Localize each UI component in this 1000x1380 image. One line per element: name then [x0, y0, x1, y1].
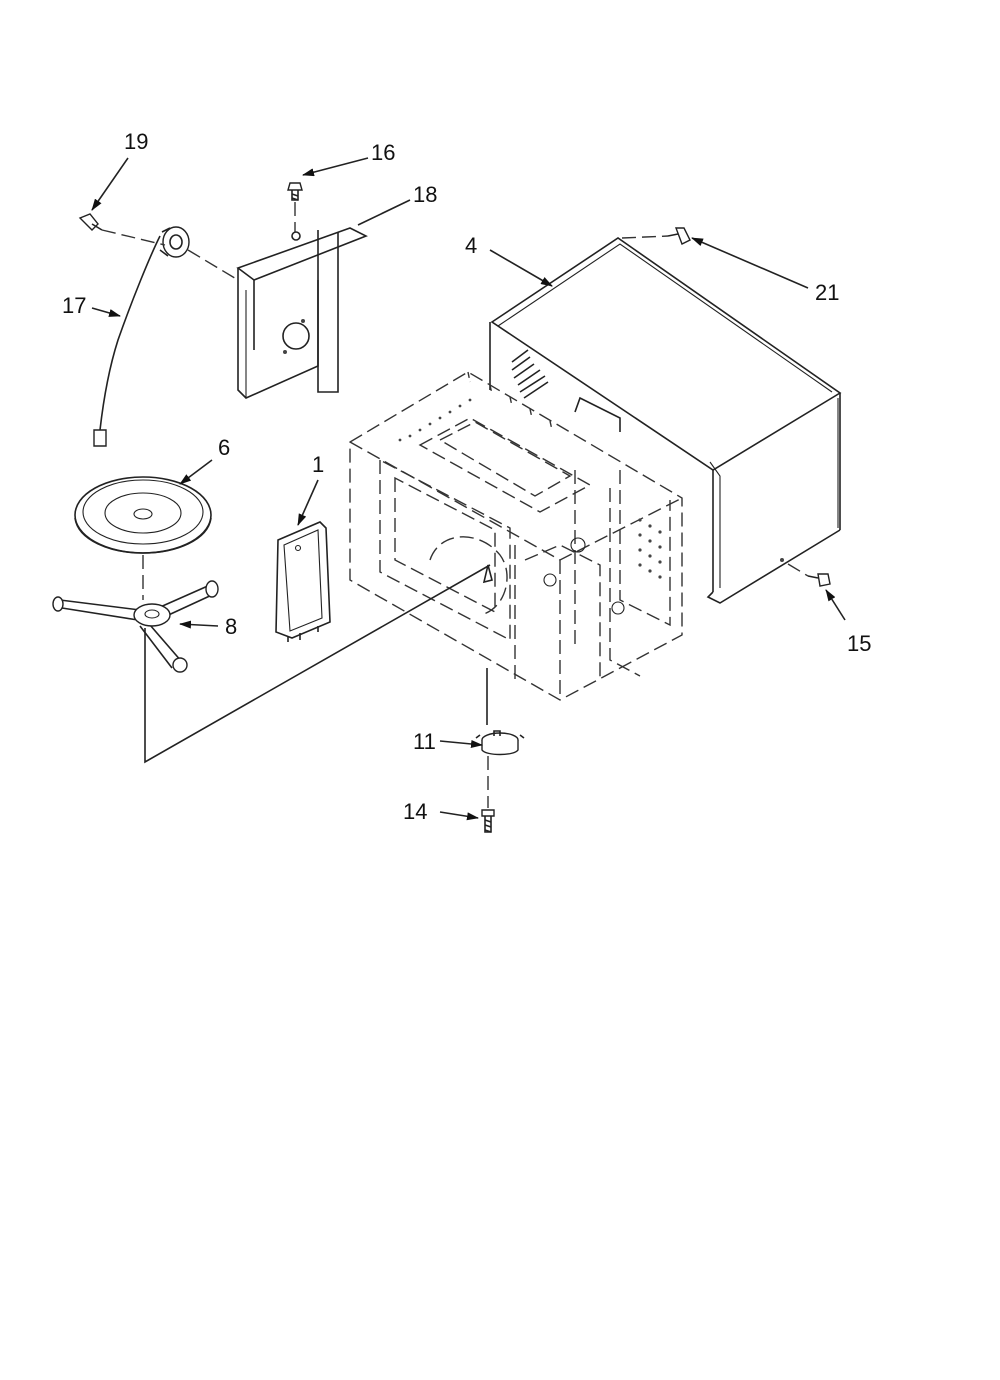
cabinet-vents	[511, 349, 549, 399]
screw-19	[78, 213, 103, 231]
screw-15	[807, 573, 831, 587]
leader-arrows	[91, 157, 846, 821]
callout-21: 21	[815, 280, 839, 305]
callout-14: 14	[403, 799, 427, 824]
callout-15: 15	[847, 631, 871, 656]
outer-cabinet	[489, 237, 842, 604]
turntable-motor	[475, 730, 525, 756]
chassis-holes	[398, 398, 662, 579]
callout-8: 8	[225, 614, 237, 639]
callout-11: 11	[413, 729, 436, 754]
callout-18: 18	[413, 182, 437, 207]
callout-17: 17	[62, 293, 86, 318]
lamp-socket	[93, 226, 190, 447]
callout-19: 19	[124, 129, 148, 154]
glass-tray	[74, 476, 212, 554]
callout-6: 6	[218, 435, 230, 460]
roller-support	[52, 580, 219, 673]
oven-chassis	[349, 371, 683, 701]
screw-21	[667, 227, 691, 245]
screw-hole	[780, 558, 784, 562]
screw-14	[481, 809, 495, 833]
callout-1: 1	[312, 452, 324, 477]
mounting-bracket	[236, 227, 368, 399]
screw-16	[287, 182, 303, 201]
waveguide-cover	[275, 521, 331, 642]
callout-16: 16	[371, 140, 395, 165]
callout-4: 4	[465, 233, 477, 258]
